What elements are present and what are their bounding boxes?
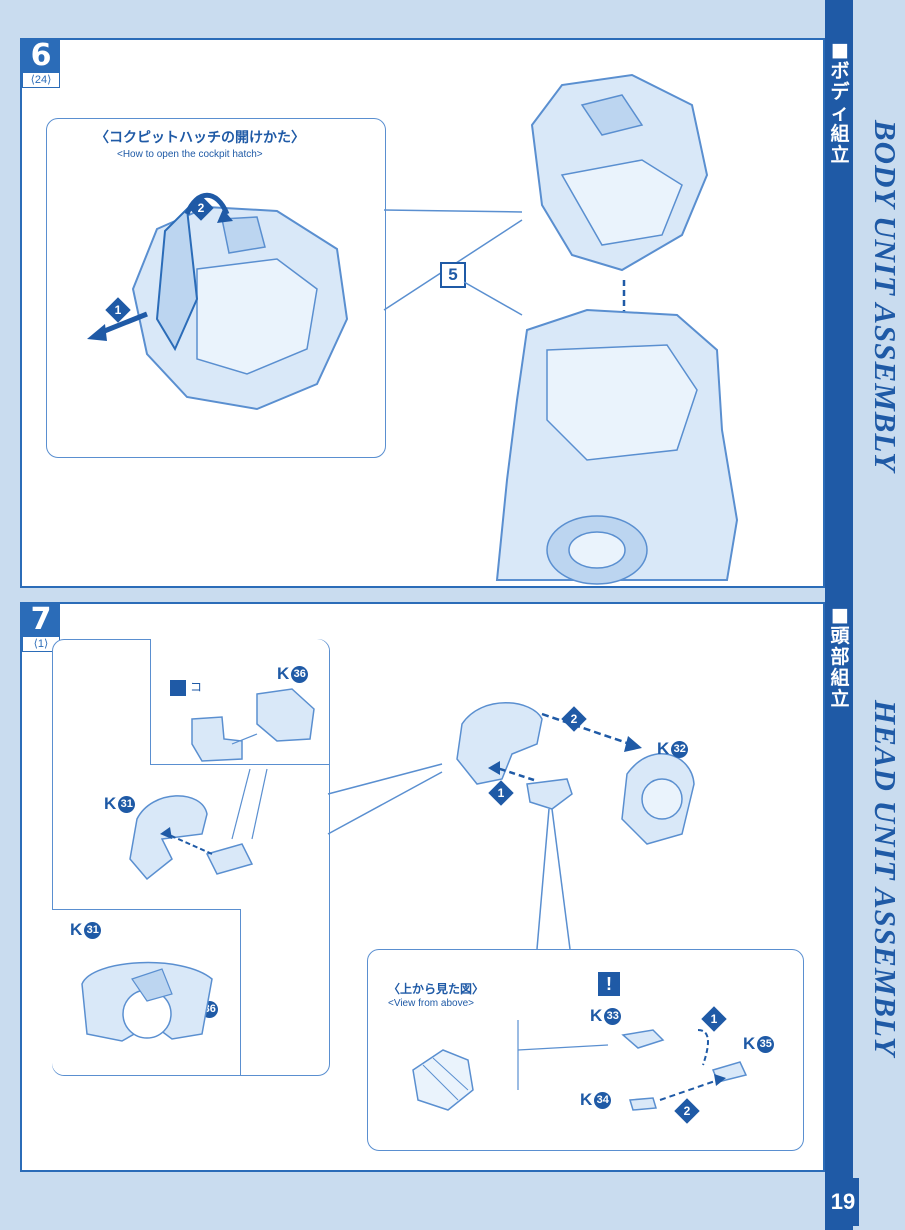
- part-5-leader: [463, 281, 523, 316]
- arrow-b1: 1: [701, 1006, 727, 1032]
- part-label-5: 5: [440, 262, 466, 288]
- small-mark: [170, 680, 186, 696]
- arrow-a2: 2: [561, 706, 587, 732]
- inset-title-jp: 〈コクピットハッチの開けかた〉: [95, 130, 305, 146]
- body-section-jp: ■ボディ組立: [830, 39, 850, 166]
- chest-part-illustration: [530, 73, 709, 343]
- step-number: 6: [30, 38, 52, 73]
- arrow-a1: 1: [488, 780, 514, 806]
- step-sub-ref: ⟨24⟩: [22, 72, 60, 88]
- view-title-jp: 〈上から見た図〉: [388, 982, 485, 996]
- body-unit-illustration: [495, 308, 739, 585]
- head-detail-illustrations: [81, 688, 315, 1042]
- section-sidebar: ■ボディ組立 BODY UNIT ASSEMBLY ■頭部組立 HEAD UNI…: [825, 0, 905, 1230]
- sidebar-bar: [825, 0, 853, 1230]
- step-number-6: 6 ⟨24⟩: [22, 40, 60, 88]
- view-title-en: <View from above>: [388, 998, 474, 1009]
- cockpit-hatch-inset: 〈コクピットハッチの開けかた〉 <How to open the cockpit…: [46, 118, 386, 458]
- head-assembly-illustration: [456, 702, 695, 845]
- torso-hatch-illustration: [87, 192, 349, 411]
- step-6-panel: 6 ⟨24⟩ 〈コクピットハッチの開けかた〉 <How to open the …: [20, 38, 825, 588]
- step7-callouts: [327, 763, 571, 950]
- arrow-b2: 2: [674, 1098, 700, 1124]
- warning-icon: !: [598, 972, 620, 996]
- step-number-7: 7 ⟨1⟩: [22, 604, 60, 652]
- step-7-panel: 7 ⟨1⟩ K36 K31 K31 K36 コ: [20, 602, 825, 1172]
- small-mark-label: コ: [190, 680, 203, 694]
- body-section-en: BODY UNIT ASSEMBLY: [868, 120, 903, 473]
- page-number: 19: [827, 1178, 859, 1226]
- head-section-jp: ■頭部組立: [830, 604, 850, 710]
- inset-title-en: <How to open the cockpit hatch>: [117, 149, 263, 160]
- step-number: 7: [30, 602, 52, 637]
- view-illustrations: [412, 1020, 748, 1111]
- head-section-en: HEAD UNIT ASSEMBLY: [868, 700, 903, 1057]
